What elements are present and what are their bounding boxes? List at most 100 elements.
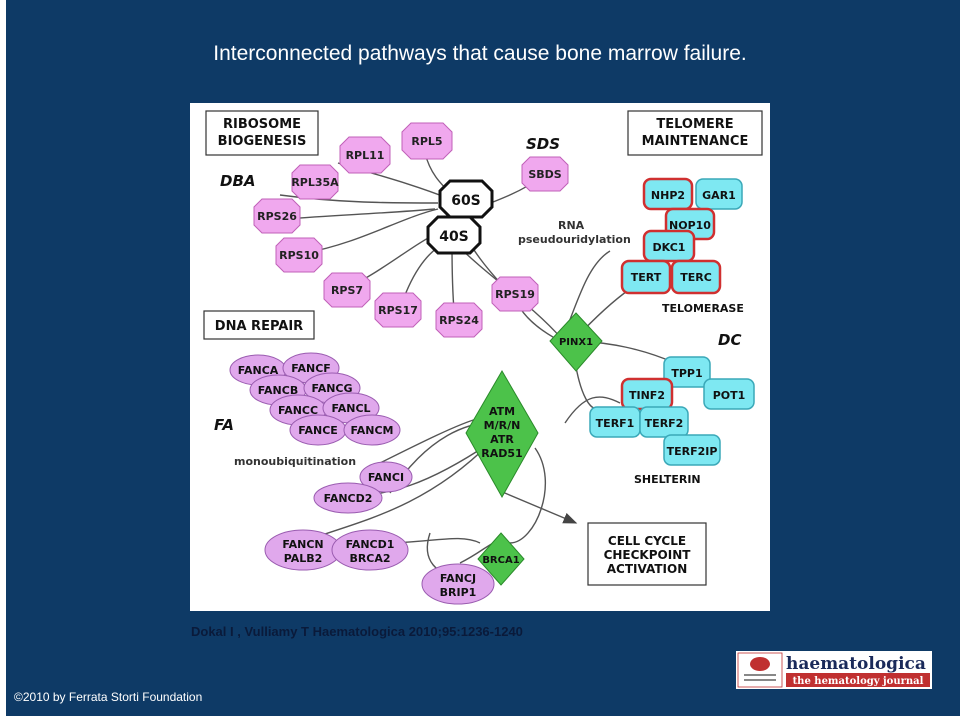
brca1-node: BRCA1 [477, 532, 525, 586]
rps26-label: RPS26 [257, 210, 297, 223]
brca1-label: BRCA1 [482, 555, 519, 566]
fancd2-label: FANCD2 [324, 492, 373, 505]
telomere-box-line1: TELOMERE [656, 117, 733, 132]
logo-wordmark: haematologica [786, 654, 926, 674]
rps24-node: RPS24 [435, 302, 483, 338]
mrn-label: M/R/N [484, 419, 521, 432]
rpl11-label: RPL11 [346, 149, 385, 162]
rps19-label: RPS19 [495, 288, 535, 301]
rps24-label: RPS24 [439, 314, 479, 327]
brip1-label: BRIP1 [440, 586, 477, 599]
fancc-label: FANCC [278, 404, 318, 417]
sds-label: SDS [526, 135, 560, 153]
terf1-label: TERF1 [596, 417, 635, 430]
monoubiquitination-label: monoubiquitination [234, 455, 356, 468]
60s-label: 60S [451, 193, 481, 209]
gar1-node: GAR1 [695, 178, 743, 210]
nhp2-label: NHP2 [651, 189, 685, 202]
shelterin-label: SHELTERIN [634, 473, 701, 486]
fancj-brip1-node: FANCJ BRIP1 [421, 563, 495, 605]
terc-label: TERC [680, 271, 712, 284]
rpl5-node: RPL5 [401, 122, 453, 160]
logo-tagline-band [786, 673, 930, 687]
fance-node: FANCE [289, 414, 347, 446]
rpl35a-node: RPL35A [291, 164, 339, 200]
cell-cycle-line2: CHECKPOINT [604, 548, 692, 562]
terf2ip-node: TERF2IP [663, 434, 721, 466]
ribosome-biogenesis-box: RIBOSOME BIOGENESIS [205, 110, 319, 156]
pinx1-node: PINX1 [549, 312, 603, 372]
rpl5-label: RPL5 [411, 135, 442, 148]
sbds-label: SBDS [528, 168, 561, 181]
copyright: ©2010 by Ferrata Storti Foundation [14, 690, 203, 704]
brca2-label: BRCA2 [349, 552, 390, 565]
haematologica-logo-svg: haematologica the hematology journal [737, 652, 930, 688]
rps7-label: RPS7 [331, 284, 363, 297]
fanci-node: FANCI [359, 461, 413, 493]
telomerase-label: TELOMERASE [662, 302, 744, 315]
logo-tagline: the hematology journal [793, 676, 924, 687]
seal-text-line-1 [744, 674, 776, 676]
fa-label: FA [214, 416, 234, 434]
rps17-label: RPS17 [378, 304, 418, 317]
fanci-label: FANCI [368, 471, 404, 484]
cell-cycle-line1: CELL CYCLE [608, 534, 686, 548]
dkc1-label: DKC1 [653, 241, 686, 254]
nhp2-node: NHP2 [642, 177, 694, 211]
pseudouridylation-label: pseudouridylation [518, 233, 631, 246]
fancb-label: FANCB [258, 384, 298, 397]
rpl35a-label: RPL35A [291, 176, 339, 189]
fancn-palb2-node: FANCN PALB2 [264, 529, 342, 571]
fanca-label: FANCA [238, 364, 279, 377]
rna-label: RNA [558, 219, 585, 232]
pathway-diagram-svg: RIBOSOME BIOGENESIS TELOMERE MAINTENANCE… [203, 110, 763, 605]
terf1-node: TERF1 [589, 406, 641, 438]
telomere-box-line2: MAINTENANCE [642, 134, 749, 149]
pot1-node: POT1 [703, 378, 755, 410]
rps10-node: RPS10 [275, 237, 323, 273]
slide-title: Interconnected pathways that cause bone … [213, 42, 747, 65]
nop10-label: NOP10 [669, 219, 711, 232]
dba-label: DBA [220, 172, 256, 190]
fancm-node: FANCM [343, 414, 401, 446]
rps19-node: RPS19 [491, 276, 539, 312]
sbds-node: SBDS [521, 156, 569, 192]
rps26-node: RPS26 [253, 198, 301, 234]
tpp1-node: TPP1 [663, 356, 711, 388]
fancf-label: FANCF [291, 362, 331, 375]
seal-text-line-2 [744, 679, 776, 681]
dna-repair-label: DNA REPAIR [215, 319, 303, 334]
seal-emblem-icon [750, 657, 770, 671]
atm-label: ATM [489, 405, 515, 418]
rps10-label: RPS10 [279, 249, 319, 262]
fancm-label: FANCM [351, 424, 394, 437]
pinx1-label: PINX1 [559, 337, 593, 348]
ribosome-box-line1: RIBOSOME [223, 117, 301, 132]
pot1-label: POT1 [713, 389, 746, 402]
40s-subunit: 40S [426, 215, 482, 255]
telomere-maintenance-box: TELOMERE MAINTENANCE [627, 110, 763, 156]
terf2-label: TERF2 [645, 417, 684, 430]
rpl11-node: RPL11 [339, 136, 391, 174]
dkc1-node: DKC1 [642, 229, 696, 263]
fance-label: FANCE [298, 424, 338, 437]
tpp1-label: TPP1 [671, 367, 702, 380]
gar1-label: GAR1 [702, 189, 736, 202]
dna-repair-box: DNA REPAIR [203, 310, 315, 340]
rad51-label: RAD51 [481, 447, 522, 460]
fancd1-brca2-node: FANCD1 BRCA2 [331, 529, 409, 571]
pathway-diagram: RIBOSOME BIOGENESIS TELOMERE MAINTENANCE… [190, 103, 770, 611]
fancg-label: FANCG [311, 382, 352, 395]
fancj-label: FANCJ [440, 572, 476, 585]
fancd1-label: FANCD1 [346, 538, 395, 551]
tinf2-label: TINF2 [629, 389, 665, 402]
cell-cycle-box: CELL CYCLE CHECKPOINT ACTIVATION [587, 522, 707, 586]
terf2-node: TERF2 [639, 406, 689, 438]
atr-label: ATR [490, 433, 514, 446]
tinf2-node: TINF2 [620, 377, 674, 411]
tert-node: TERT [620, 259, 672, 295]
citation: Dokal I , Vulliamy T Haematologica 2010;… [191, 624, 523, 639]
terf2ip-label: TERF2IP [667, 445, 718, 458]
palb2-label: PALB2 [284, 552, 323, 565]
40s-label: 40S [439, 229, 469, 245]
